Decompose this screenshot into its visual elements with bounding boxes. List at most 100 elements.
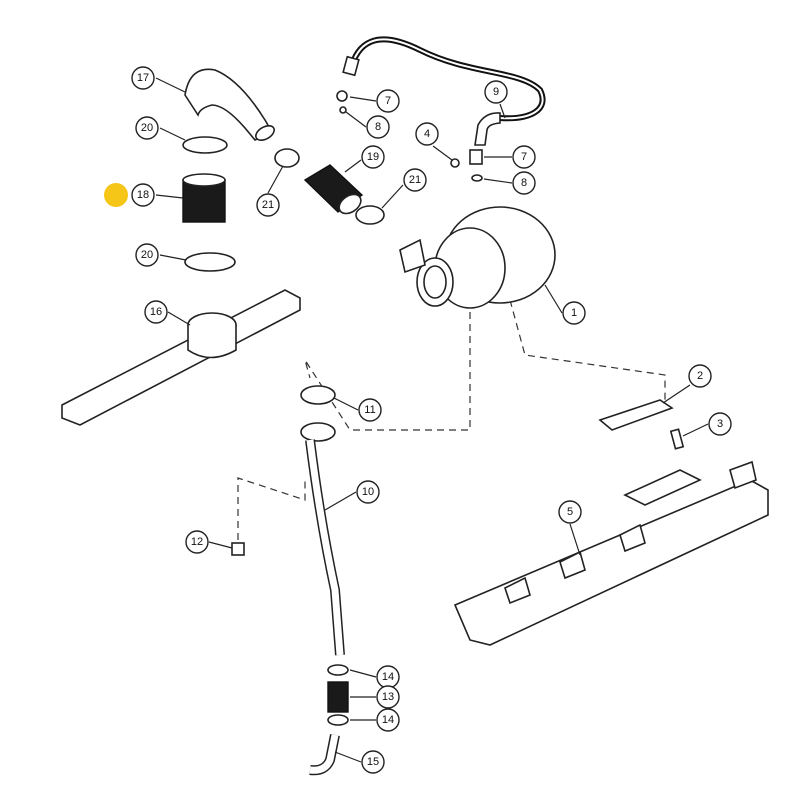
- callout-number: 11: [364, 404, 375, 416]
- intake-cover-plate: [61, 289, 301, 426]
- callout-circle: [376, 685, 400, 709]
- callout-10: 10: [356, 480, 380, 504]
- callout-number: 21: [262, 199, 274, 211]
- callout-11: 11: [358, 398, 382, 422]
- callout-number: 21: [409, 174, 421, 186]
- callout-21: 21: [256, 193, 280, 217]
- oil-drain-tube-inner: [306, 439, 344, 656]
- v-clamp-right: [355, 205, 385, 225]
- callout-15: 15: [361, 750, 385, 774]
- callout-18: 18: [131, 183, 155, 207]
- manifold-port-3: [619, 523, 646, 553]
- exhaust-manifold: [453, 479, 769, 646]
- callout-number: 5: [567, 506, 573, 518]
- dashed-line-turbo-manifold: [509, 299, 666, 410]
- fitting-7-lower: [469, 149, 483, 165]
- callout-21: 21: [403, 168, 427, 192]
- washer-4: [450, 158, 460, 168]
- callout-number: 7: [521, 151, 527, 163]
- callout-number: 20: [141, 122, 153, 134]
- clamp-14-lower: [327, 714, 349, 726]
- callout-14: 14: [376, 665, 400, 689]
- callout-3: 3: [708, 412, 732, 436]
- stud-3: [669, 428, 685, 450]
- callout-circle: [484, 80, 508, 104]
- callout-number: 4: [424, 128, 430, 140]
- callout-circle: [558, 500, 582, 524]
- callout-number: 17: [137, 72, 149, 84]
- callout-8: 8: [512, 171, 536, 195]
- turbo-inlet-bore: [423, 265, 447, 299]
- callout-16: 16: [144, 300, 168, 324]
- callout-number: 14: [382, 671, 394, 683]
- turbo-outlet-flange: [399, 238, 426, 274]
- callout-number: 19: [367, 151, 379, 163]
- v-clamp-left: [274, 148, 300, 168]
- washer-8-upper: [339, 106, 347, 114]
- manifold-port-1: [504, 576, 531, 605]
- callout-number: 20: [141, 249, 153, 261]
- callout-8: 8: [366, 115, 390, 139]
- highlight-marker: [104, 183, 128, 207]
- callout-circle: [415, 122, 439, 146]
- callout-number: 10: [362, 486, 374, 498]
- oil-drain-flange: [300, 422, 336, 442]
- callout-circle: [562, 301, 586, 325]
- callout-circle: [403, 168, 427, 192]
- callout-circle: [512, 145, 536, 169]
- callout-number: 8: [521, 177, 527, 189]
- bolt-12: [231, 542, 245, 556]
- callout-circle: [135, 243, 159, 267]
- callout-circle: [185, 530, 209, 554]
- callout-number: 7: [385, 95, 391, 107]
- clamp-14-upper: [327, 664, 349, 676]
- callout-circle: [376, 89, 400, 113]
- air-elbow-outlet: [255, 124, 275, 142]
- manifold-port-2: [559, 550, 586, 580]
- callout-number: 12: [191, 536, 203, 548]
- callout-circle: [131, 66, 155, 90]
- callout-number: 9: [493, 86, 499, 98]
- callout-7: 7: [376, 89, 400, 113]
- callout-number: 15: [367, 756, 379, 768]
- callout-20: 20: [135, 116, 159, 140]
- intake-cover-neck: [187, 325, 237, 359]
- callout-circle: [708, 412, 732, 436]
- callout-number: 8: [375, 121, 381, 133]
- callout-circle: [361, 750, 385, 774]
- oil-drain-gasket: [300, 385, 336, 405]
- callout-12: 12: [185, 530, 209, 554]
- callout-circle: [131, 183, 155, 207]
- callout-circle: [256, 193, 280, 217]
- rubber-sleeve: [182, 179, 226, 223]
- manifold-turbo-flange: [623, 469, 702, 506]
- callout-circle: [135, 116, 159, 140]
- callout-number: 13: [382, 691, 394, 703]
- drain-hose-13: [327, 681, 349, 713]
- dashed-line-bolt: [237, 477, 306, 540]
- callout-7: 7: [512, 145, 536, 169]
- callout-number: 14: [382, 714, 394, 726]
- hose-clamp-upper: [182, 136, 228, 154]
- callout-circle: [366, 115, 390, 139]
- washer-8-lower: [471, 174, 483, 182]
- callout-circle: [144, 300, 168, 324]
- callout-17: 17: [131, 66, 155, 90]
- callout-circle: [356, 480, 380, 504]
- manifold-gasket: [598, 399, 674, 431]
- callout-20: 20: [135, 243, 159, 267]
- callout-circle: [361, 145, 385, 169]
- hose-clamp-lower: [184, 252, 236, 272]
- callout-5: 5: [558, 500, 582, 524]
- callout-circle: [376, 708, 400, 732]
- callout-14: 14: [376, 708, 400, 732]
- callout-circle: [358, 398, 382, 422]
- callout-13: 13: [376, 685, 400, 709]
- callout-number: 2: [697, 370, 703, 382]
- callout-2: 2: [688, 364, 712, 388]
- callout-circle: [512, 171, 536, 195]
- callout-number: 3: [717, 418, 723, 430]
